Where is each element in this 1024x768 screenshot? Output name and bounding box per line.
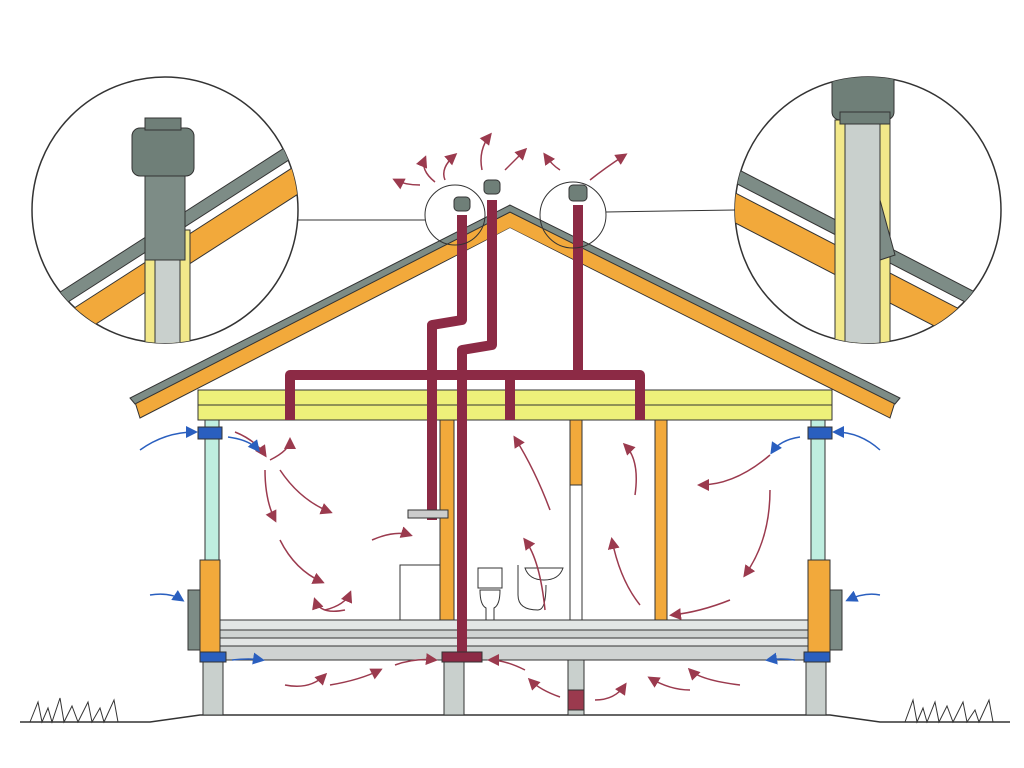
right-wall [803, 419, 843, 663]
interior-posts [439, 419, 668, 621]
roof [129, 204, 901, 419]
ground [20, 697, 1010, 724]
indoor-airflow-arrows [234, 132, 771, 701]
duct-tee [441, 651, 483, 663]
detail-marker-right [539, 181, 607, 249]
left-wall [187, 419, 227, 663]
grass-left [29, 697, 119, 724]
detail-marker-left [424, 184, 486, 246]
cabinet [399, 564, 441, 621]
floor-slab [199, 619, 831, 661]
detail-view-left [31, 76, 299, 344]
ventilation-ducts [285, 200, 645, 660]
grass-right [904, 698, 994, 724]
detail-view-right [734, 76, 1002, 344]
sink [524, 567, 564, 581]
kitchen-hood [407, 509, 449, 519]
foundation-posts [202, 659, 827, 716]
toilet [477, 567, 503, 621]
bathroom-fixtures [399, 564, 564, 621]
outdoor-airflow-arrows [139, 426, 881, 665]
roof-vent-caps [453, 179, 588, 212]
shower-hose [517, 565, 547, 611]
